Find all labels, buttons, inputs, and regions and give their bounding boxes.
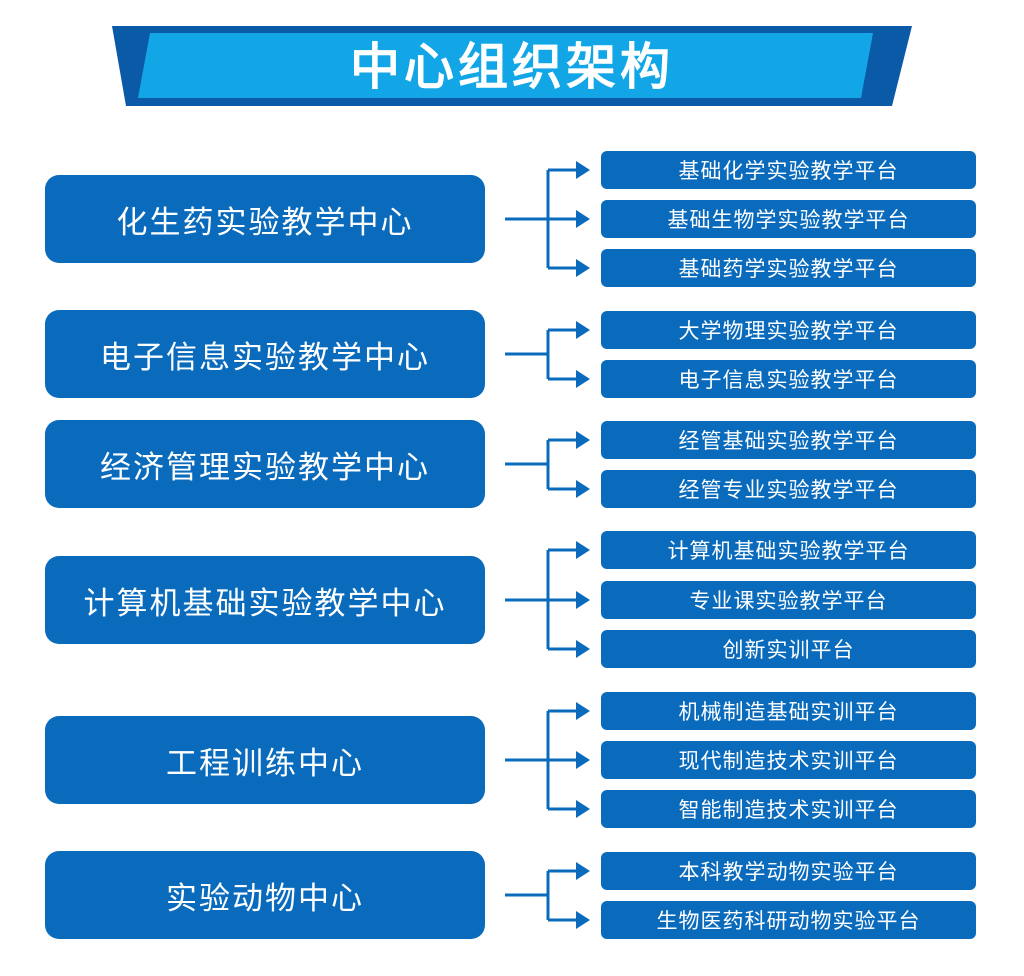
platform-box: 机械制造基础实训平台 [601, 692, 976, 730]
connector-arrow [576, 702, 590, 720]
center-box: 经济管理实验教学中心 [45, 420, 485, 508]
center-box: 化生药实验教学中心 [45, 175, 485, 263]
connector-arrow [576, 591, 590, 609]
title-banner [112, 26, 912, 106]
page-title: 中心组织架构 [350, 38, 674, 96]
connector-arrow [576, 370, 590, 388]
platform-box: 基础化学实验教学平台 [601, 151, 976, 189]
connector-arrow [576, 640, 590, 658]
platform-box: 生物医药科研动物实验平台 [601, 901, 976, 939]
connector-arrow [576, 431, 590, 449]
connector-arrow [576, 541, 590, 559]
connector-arrow [576, 161, 590, 179]
platform-box: 计算机基础实验教学平台 [601, 531, 976, 569]
connector-arrow [576, 751, 590, 769]
platform-box: 经管基础实验教学平台 [601, 421, 976, 459]
platform-box: 经管专业实验教学平台 [601, 470, 976, 508]
connector-arrow [576, 911, 590, 929]
connector-arrow [576, 210, 590, 228]
connector-arrow [576, 800, 590, 818]
platform-box: 创新实训平台 [601, 630, 976, 668]
center-box: 计算机基础实验教学中心 [45, 556, 485, 644]
platform-box: 本科教学动物实验平台 [601, 852, 976, 890]
platform-box: 大学物理实验教学平台 [601, 311, 976, 349]
platform-box: 基础药学实验教学平台 [601, 249, 976, 287]
connector-arrow [576, 862, 590, 880]
connector-arrow [576, 321, 590, 339]
platform-box: 基础生物学实验教学平台 [601, 200, 976, 238]
connector-arrow [576, 259, 590, 277]
center-box: 电子信息实验教学中心 [45, 310, 485, 398]
platform-box: 专业课实验教学平台 [601, 581, 976, 619]
platform-box: 智能制造技术实训平台 [601, 790, 976, 828]
platform-box: 现代制造技术实训平台 [601, 741, 976, 779]
center-box: 工程训练中心 [45, 716, 485, 804]
platform-box: 电子信息实验教学平台 [601, 360, 976, 398]
center-box: 实验动物中心 [45, 851, 485, 939]
connector-arrow [576, 480, 590, 498]
